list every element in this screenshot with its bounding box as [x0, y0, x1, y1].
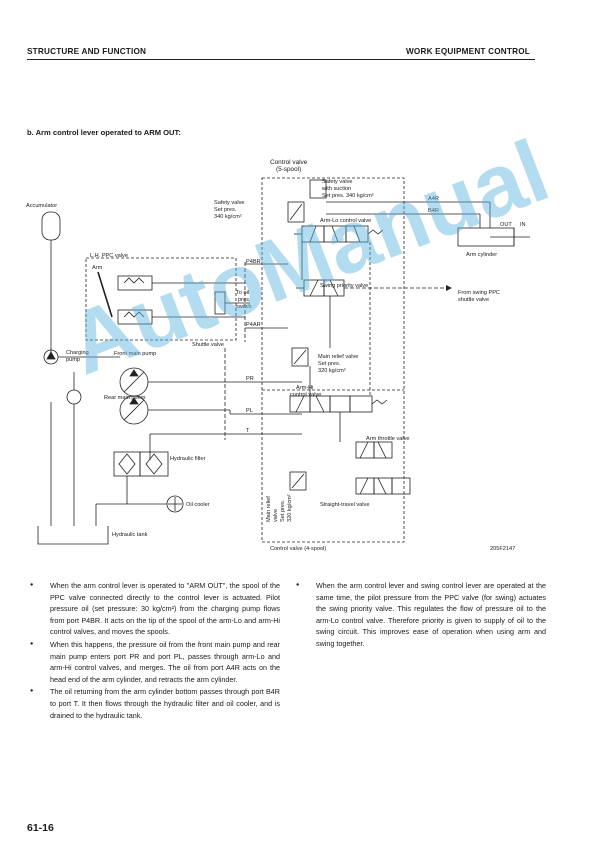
label-pl: PL — [246, 408, 253, 414]
label-lh-ppc: L.H. PPC valve — [90, 253, 128, 259]
label-to-oil-2: pres. — [238, 297, 251, 303]
label-main-relief-v4: 320 kg/cm² — [287, 494, 293, 522]
label-pr: PR — [246, 376, 254, 382]
label-control-valve-4: Control valve (4-spool) — [270, 546, 326, 552]
label-safety-suction-2: with suction — [321, 186, 351, 192]
label-shuttle: Shuttle valve — [192, 342, 224, 348]
label-safety-2: Set pres. — [214, 207, 237, 213]
label-to-oil-1: To oil — [236, 290, 249, 296]
label-in: IN — [520, 222, 526, 228]
label-charging-2: pump — [66, 357, 80, 363]
hydraulic-circuit-diagram: Control valve (5-spool) Safety valve wit… — [20, 152, 540, 562]
label-main-relief-3: 320 kg/cm² — [318, 368, 346, 374]
label-to-oil-3: switch — [236, 304, 252, 310]
page-number: 61-16 — [27, 822, 54, 834]
label-main-relief-v2: valve — [273, 509, 279, 522]
label-safety-suction-1: Safety valve — [322, 179, 352, 185]
label-straight-travel: Straight-travel valve — [320, 502, 369, 508]
label-five-spool: (5-spool) — [276, 166, 301, 173]
label-swing-priority: Swing priority valve — [320, 283, 368, 289]
label-main-relief-1: Main relief valve — [318, 354, 358, 360]
label-main-relief-v3: Set pres. — [280, 499, 286, 522]
label-arm-hi-1: Arm-Hi — [296, 385, 313, 391]
label-accumulator: Accumulator — [26, 203, 57, 209]
label-a4r: A4R — [428, 196, 439, 202]
label-arm-hi-2: control valve — [290, 392, 321, 398]
label-oil-cooler: Oil cooler — [186, 502, 210, 508]
label-control-valve-5: Control valve — [270, 159, 308, 166]
label-hydraulic-filter: Hydraulic filter — [170, 456, 206, 462]
label-hydraulic-tank: Hydraulic tank — [112, 532, 148, 538]
label-safety-1: Safety valve — [214, 200, 244, 206]
body-paragraph: The oil returning from the arm cylinder … — [30, 686, 280, 721]
label-b4r: B4R — [428, 208, 439, 214]
label-from-swing-1: From swing PPC — [458, 290, 500, 296]
header-chapter-title: WORK EQUIPMENT CONTROL — [405, 47, 530, 56]
label-arm-cylinder: Arm cylinder — [466, 252, 497, 258]
body-paragraph: When this happens, the pressure oil from… — [30, 639, 280, 685]
label-arm-lo: Arm-Lo control valve — [320, 218, 371, 224]
label-p4ar: P4AR — [246, 322, 261, 328]
body-paragraph: When the arm control lever and swing con… — [296, 580, 546, 650]
label-main-relief-v1: Main relief — [266, 496, 272, 522]
label-front-main-pump: Front main pump — [114, 351, 156, 357]
label-t: T — [246, 428, 250, 434]
label-p4br: P4BR — [246, 259, 261, 265]
label-arm: Arm — [92, 265, 103, 271]
header-rule — [27, 59, 535, 60]
header-section-title: STRUCTURE AND FUNCTION — [27, 47, 147, 56]
label-main-relief-2: Set pres. — [318, 361, 341, 367]
label-arm-throttle: Arm throttle valve — [366, 436, 410, 442]
label-fig-no: 205F2147 — [490, 546, 515, 552]
body-right-column: When the arm control lever and swing con… — [296, 580, 546, 651]
label-out: OUT — [500, 222, 512, 228]
body-left-column: When the arm control lever is operated t… — [30, 580, 280, 722]
label-charging-1: Charging — [66, 350, 89, 356]
section-heading: b. Arm control lever operated to ARM OUT… — [27, 128, 181, 137]
label-from-swing-2: shuttle valve — [458, 297, 489, 303]
label-rear-main-pump: Rear main pump — [104, 395, 145, 401]
body-paragraph: When the arm control lever is operated t… — [30, 580, 280, 638]
label-safety-suction-3: Set pres. 340 kg/cm² — [322, 193, 374, 199]
label-safety-3: 340 kg/cm² — [214, 214, 242, 220]
